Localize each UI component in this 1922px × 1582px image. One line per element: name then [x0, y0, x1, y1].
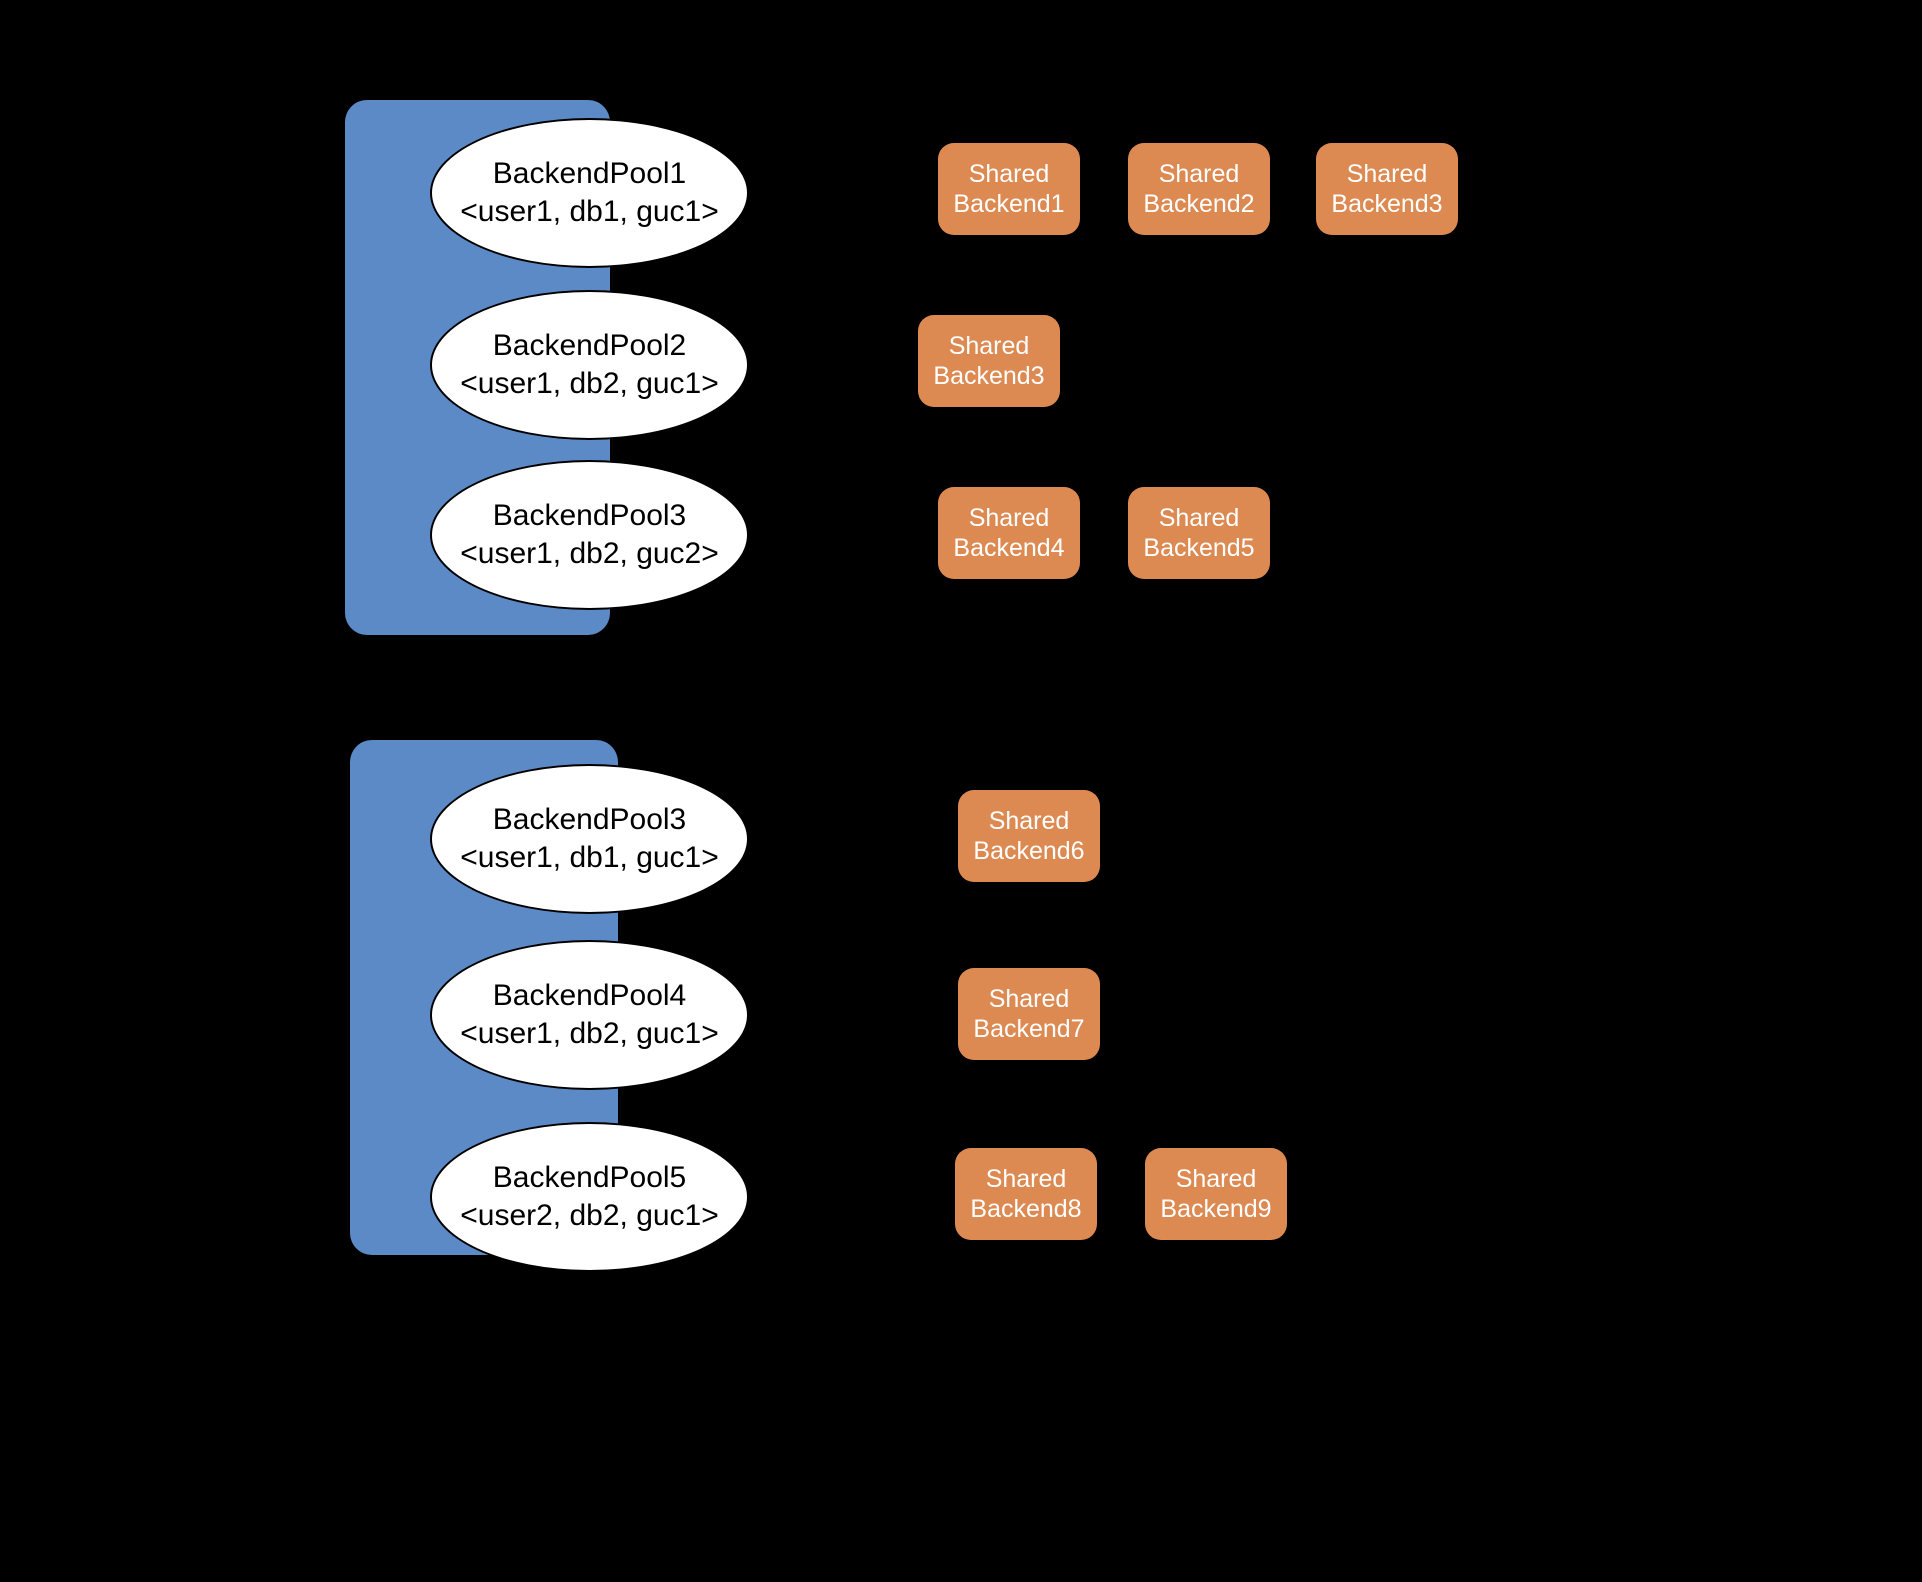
backend-pool-node-5: BackendPool5 <user2, db2, guc1>: [430, 1122, 749, 1272]
shared-backend-node-5: Shared Backend5: [1128, 487, 1270, 579]
shared-backend-node-8: Shared Backend8: [955, 1148, 1097, 1240]
pool-name: BackendPool5: [492, 1161, 687, 1194]
pool-params: <user1, db1, guc1>: [460, 841, 719, 874]
pool-name: BackendPool2: [492, 329, 687, 362]
pool-params: <user1, db2, guc1>: [460, 367, 719, 400]
backend-pool-node-3: BackendPool3 <user1, db2, guc2>: [430, 460, 749, 610]
pool-params: <user1, db1, guc1>: [460, 195, 719, 228]
backend-pool-node-2: BackendPool2 <user1, db2, guc1>: [430, 290, 749, 440]
shared-backend-node-3: Shared Backend3: [1316, 143, 1458, 235]
pool-name: BackendPool3: [492, 499, 687, 532]
pool-name: BackendPool3: [492, 803, 687, 836]
pool-name: BackendPool1: [492, 157, 687, 190]
pool-params: <user1, db2, guc1>: [460, 1017, 719, 1050]
pool-params: <user1, db2, guc2>: [460, 537, 719, 570]
backend-pool-node-4: BackendPool4 <user1, db2, guc1>: [430, 940, 749, 1090]
shared-backend-node-2: Shared Backend2: [1128, 143, 1270, 235]
shared-backend-node-1: Shared Backend1: [938, 143, 1080, 235]
shared-backend-node-6: Shared Backend6: [958, 790, 1100, 882]
backend-pool-node-1: BackendPool1 <user1, db1, guc1>: [430, 118, 749, 268]
backend-pool-node-3-bottom: BackendPool3 <user1, db1, guc1>: [430, 764, 749, 914]
pool-name: BackendPool4: [492, 979, 687, 1012]
shared-backend-node-3b: Shared Backend3: [918, 315, 1060, 407]
pool-params: <user2, db2, guc1>: [460, 1199, 719, 1232]
shared-backend-node-4: Shared Backend4: [938, 487, 1080, 579]
shared-backend-node-7: Shared Backend7: [958, 968, 1100, 1060]
shared-backend-node-9: Shared Backend9: [1145, 1148, 1287, 1240]
